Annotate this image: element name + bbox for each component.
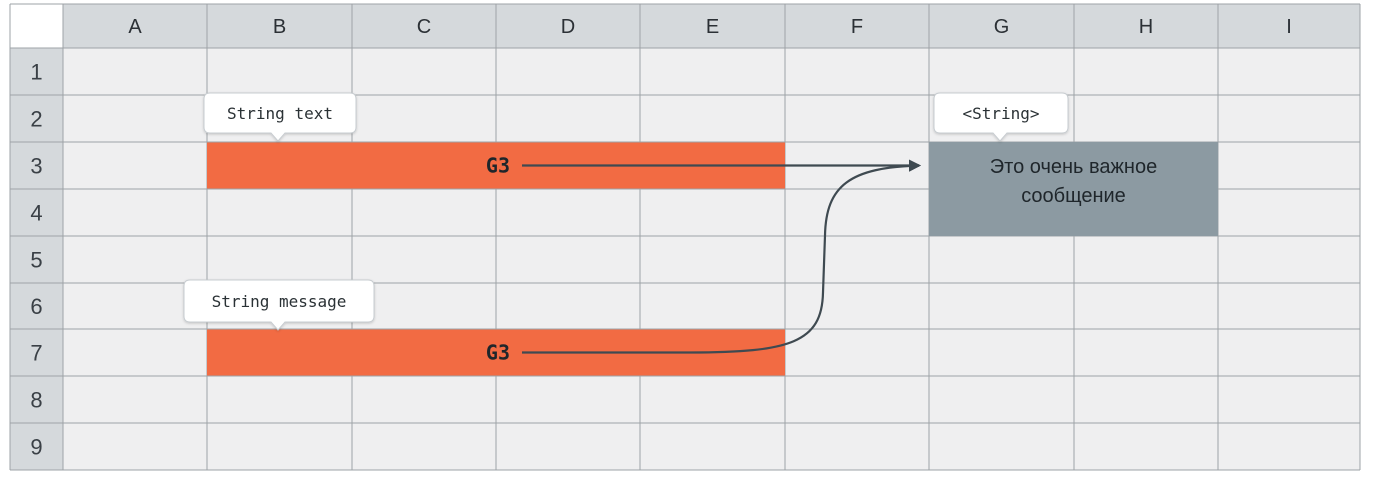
tooltip-string-message: String message [183, 279, 375, 331]
corner-cell [10, 4, 63, 48]
tooltip-string-text-text: String text [227, 104, 333, 123]
row-header-3[interactable]: 3 [30, 154, 42, 179]
reference-label-text: G3 [486, 154, 510, 178]
row-header-9[interactable]: 9 [30, 435, 42, 460]
row-header-2[interactable]: 2 [30, 107, 42, 132]
tooltip-string-text: String text [203, 92, 357, 142]
tooltip-string-text-bubble [203, 92, 357, 142]
row-header-7[interactable]: 7 [30, 341, 42, 366]
column-header-c[interactable]: C [417, 16, 431, 38]
column-header-i[interactable]: I [1286, 16, 1292, 38]
tooltip-string-message-text: String message [212, 292, 347, 311]
column-header-e[interactable]: E [706, 16, 719, 38]
tooltip-string-type-text: <String> [962, 104, 1039, 123]
tooltip-string-type: <String> [933, 92, 1069, 142]
grid-body [10, 4, 1360, 470]
column-header-b[interactable]: B [273, 16, 286, 38]
target-cell-g3[interactable] [929, 142, 1218, 236]
row-header-bar [10, 4, 63, 470]
arrow-message-to-g3 [522, 159, 921, 354]
tooltip-string-type-bubble [933, 92, 1069, 142]
reference-label-message: G3 [486, 341, 510, 365]
row-header-6[interactable]: 6 [30, 294, 42, 319]
column-header-h[interactable]: H [1139, 16, 1153, 38]
target-value-line2: сообщение [1021, 185, 1126, 207]
row-header-8[interactable]: 8 [30, 388, 42, 413]
column-header-g[interactable]: G [994, 16, 1010, 38]
column-header-f[interactable]: F [851, 16, 863, 38]
tooltip-string-message-bubble [183, 279, 375, 331]
row-header-4[interactable]: 4 [30, 201, 42, 226]
column-header-d[interactable]: D [561, 16, 575, 38]
target-value-line1: Это очень важное [990, 156, 1157, 178]
column-header-a[interactable]: A [128, 16, 142, 38]
row-header-1[interactable]: 1 [30, 60, 42, 85]
row-header-5[interactable]: 5 [30, 248, 42, 273]
column-header-bar [10, 4, 1360, 48]
